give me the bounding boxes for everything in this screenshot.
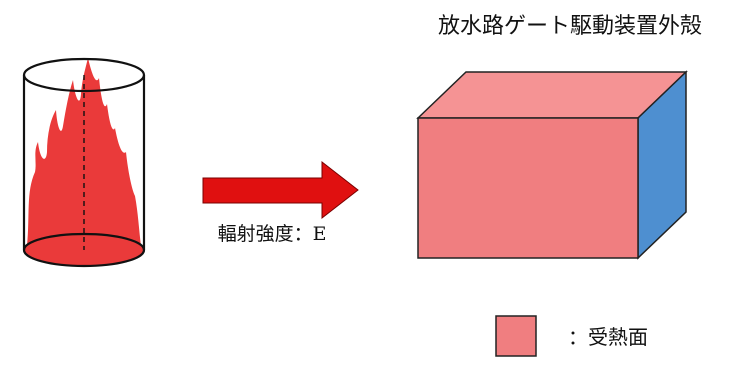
gate-drive-enclosure xyxy=(416,70,688,260)
legend-heated-surface-swatch xyxy=(495,315,537,357)
radiation-arrow xyxy=(202,160,359,220)
fire-source-cylinder xyxy=(22,57,146,268)
legend: ：受熱面 xyxy=(495,315,648,357)
cylinder-top-rim xyxy=(22,57,146,93)
radiation-intensity-label: 輻射強度：E xyxy=(218,223,327,245)
diagram-title: 放水路ゲート駆動装置外殻 xyxy=(438,14,702,39)
enclosure-front-face xyxy=(417,117,639,259)
legend-heated-surface-label: ：受熱面 xyxy=(568,325,648,349)
